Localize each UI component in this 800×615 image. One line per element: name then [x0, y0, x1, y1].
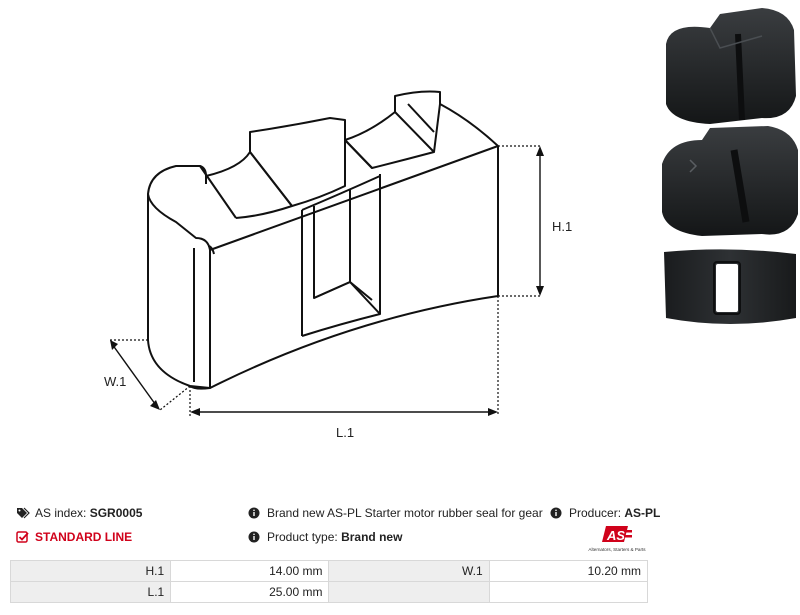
- spec-value-l1: 25.00 mm: [170, 581, 330, 603]
- product-info: AS index: SGR0005 STANDARD LINE Brand ne…: [0, 500, 800, 560]
- spec-label-l1: L.1: [9, 581, 172, 603]
- product-type-value: Brand new: [341, 530, 403, 544]
- standard-line-label: STANDARD LINE: [35, 530, 133, 544]
- photo-top-view: [666, 8, 796, 124]
- product-photos: [662, 8, 798, 324]
- photo-angled-view: [662, 126, 798, 236]
- dim-label-l1: L.1: [336, 425, 354, 440]
- technical-drawing: H.1 W.1 L.1: [104, 90, 572, 440]
- info-circle-icon: [248, 531, 260, 543]
- producer-value: AS-PL: [624, 506, 661, 520]
- spec-label-empty: [328, 581, 490, 603]
- dim-label-w1: W.1: [104, 374, 126, 389]
- as-index-label: AS index:: [35, 506, 87, 520]
- spec-label-w1: W.1: [328, 560, 490, 582]
- logo-tagline: Alternators, Starters & Parts: [588, 547, 646, 552]
- specs-table: H.1 14.00 mm W.1 10.20 mm L.1 25.00 mm: [9, 560, 649, 603]
- as-pl-logo: AS Alternators, Starters & Parts: [588, 526, 646, 552]
- table-row: L.1 25.00 mm: [9, 581, 649, 603]
- spec-value-w1: 10.20 mm: [488, 560, 649, 582]
- product-type-label: Product type:: [267, 530, 338, 544]
- producer-label: Producer:: [569, 506, 622, 520]
- spec-label-h1: H.1: [9, 560, 172, 582]
- dim-label-h1: H.1: [552, 219, 572, 234]
- info-circle-icon: [550, 507, 562, 519]
- description-text: Brand new AS-PL Starter motor rubber sea…: [267, 506, 543, 520]
- as-index-value: SGR0005: [89, 506, 143, 520]
- description: Brand new AS-PL Starter motor rubber sea…: [248, 506, 543, 520]
- product-type: Product type: Brand new: [248, 530, 402, 544]
- check-square-icon: [16, 531, 29, 543]
- producer: Producer: AS-PL: [550, 506, 660, 520]
- standard-line: STANDARD LINE: [16, 530, 132, 544]
- photo-front-view: [664, 249, 796, 324]
- table-row: H.1 14.00 mm W.1 10.20 mm: [9, 560, 649, 582]
- info-circle-icon: [248, 507, 260, 519]
- spec-value-empty: [488, 581, 649, 603]
- logo-text: AS: [606, 528, 625, 543]
- tags-icon: [17, 507, 30, 519]
- spec-value-h1: 14.00 mm: [170, 560, 330, 582]
- as-index: AS index: SGR0005: [16, 506, 142, 520]
